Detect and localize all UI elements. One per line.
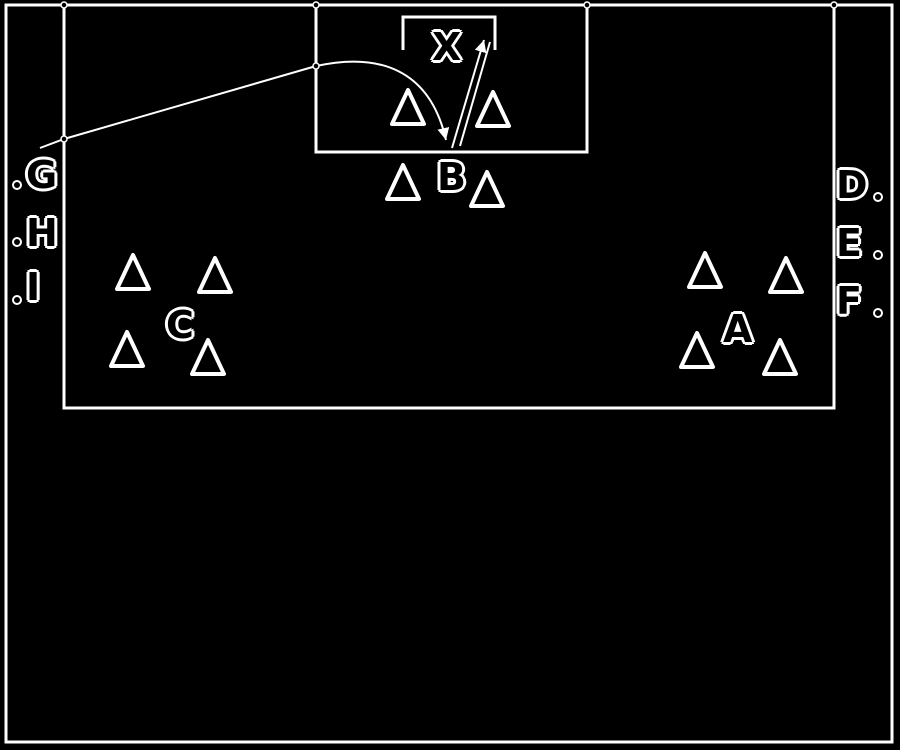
goal-frame — [401, 15, 497, 50]
cone-marker — [197, 256, 233, 294]
cone-marker — [109, 330, 145, 368]
pass-arrow-x-to-b — [459, 41, 491, 147]
cone-marker — [115, 253, 151, 291]
label-c: C — [166, 303, 194, 347]
cone-marker — [385, 163, 421, 201]
marker-dot-f — [873, 308, 883, 318]
label-x: X — [432, 25, 462, 69]
label-h: H — [26, 211, 58, 255]
cone-marker — [768, 256, 804, 294]
corner-dot — [60, 1, 68, 9]
corner-dot — [312, 1, 320, 9]
pass-arrow-b-to-x — [451, 39, 487, 149]
cone-marker — [469, 170, 505, 208]
corner-dot — [830, 1, 838, 9]
run-path-waypoint — [60, 135, 68, 143]
label-g: G — [26, 153, 58, 197]
cone-marker — [475, 90, 511, 128]
marker-dot-g — [12, 180, 22, 190]
cone-marker — [762, 338, 798, 376]
cone-markers — [109, 88, 804, 376]
label-i: I — [26, 265, 41, 309]
cone-marker — [679, 331, 715, 369]
marker-dot-e — [873, 250, 883, 260]
label-a: A — [723, 307, 753, 351]
cone-marker — [687, 251, 723, 289]
label-f: F — [836, 279, 862, 323]
marker-dot-d — [873, 192, 883, 202]
playing-area-boundary — [62, 3, 836, 410]
cone-marker — [390, 88, 426, 126]
label-d: D — [836, 163, 868, 207]
label-b: B — [437, 155, 466, 199]
corner-dot — [583, 1, 591, 9]
marker-dot-h — [12, 237, 22, 247]
label-e: E — [836, 221, 862, 265]
marker-dot-i — [12, 295, 22, 305]
run-path-waypoint — [312, 62, 320, 70]
cone-marker — [190, 338, 226, 376]
penalty-box — [314, 5, 589, 154]
